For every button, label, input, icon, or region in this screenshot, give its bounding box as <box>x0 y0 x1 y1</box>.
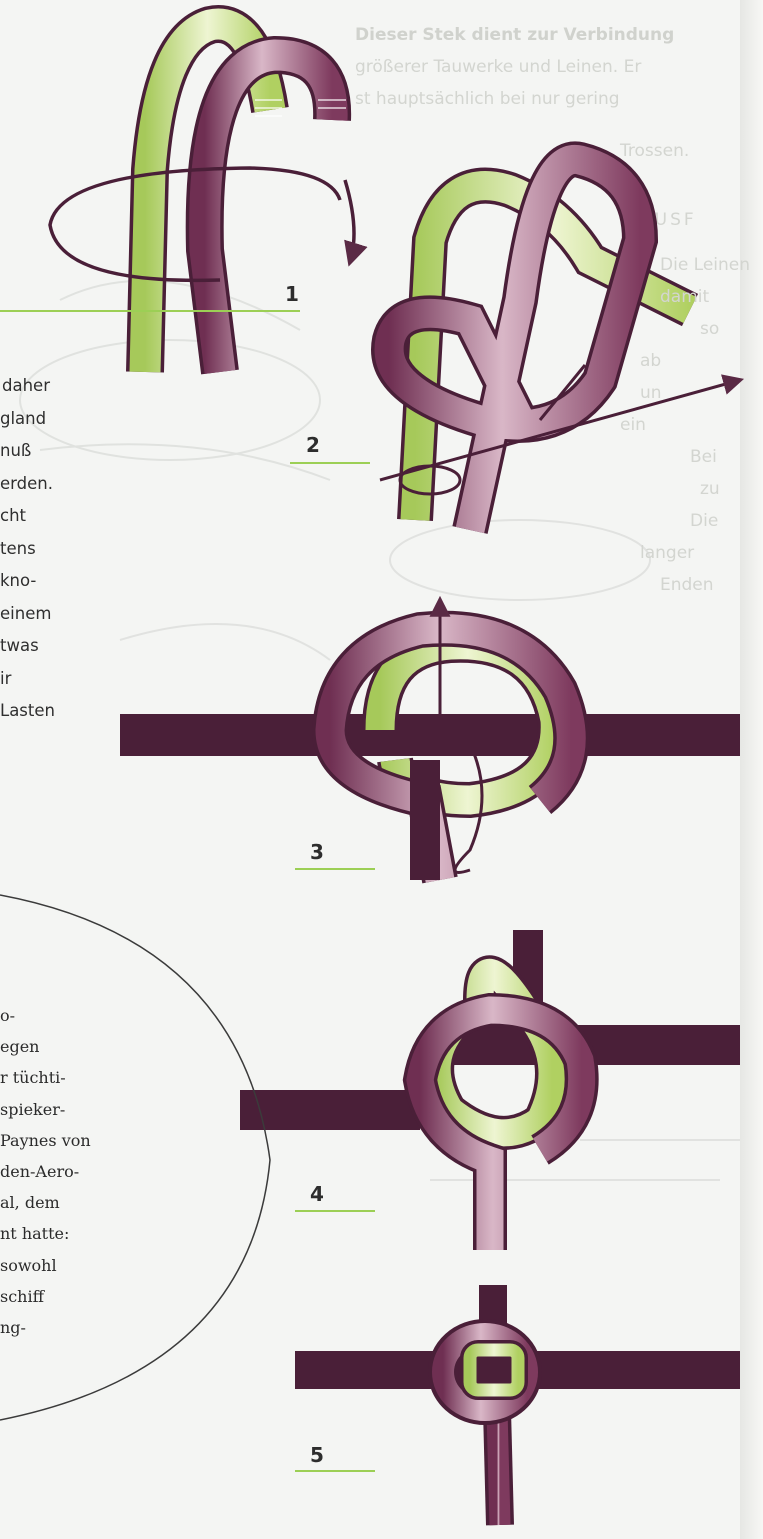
step-1-rule <box>0 310 300 312</box>
body-text-line: cht <box>0 500 55 533</box>
sidebar-text-line: egen <box>0 1031 91 1062</box>
step-4-rule <box>295 1210 375 1212</box>
body-text-line: daher <box>0 370 55 403</box>
ghost-text-line: langer <box>640 538 694 570</box>
body-text-line: Lasten <box>0 695 55 728</box>
body-text-line: tens <box>0 533 55 566</box>
sidebar-text-line: ng- <box>0 1312 91 1343</box>
body-text-line: erden. <box>0 468 55 501</box>
sidebar-text-line: r tüchti- <box>0 1062 91 1093</box>
ghost-text-line: Enden <box>660 570 714 602</box>
ghost-text-line: Die <box>690 506 718 538</box>
step-4-label: 4 <box>310 1182 324 1206</box>
step-2-drawing <box>380 159 740 530</box>
sidebar-text-column: o- egen r tüchti- spieker- Paynes von de… <box>0 1000 91 1343</box>
body-text-column: daher gland nuß erden. cht tens kno- ein… <box>0 370 55 728</box>
step-3-rule <box>295 868 375 870</box>
body-text-line: gland <box>0 403 55 436</box>
body-text-line: einem <box>0 598 55 631</box>
ghost-text-line: zu <box>700 474 720 506</box>
sidebar-text-line: schiff <box>0 1281 91 1312</box>
body-text-line: twas <box>0 630 55 663</box>
step-3-drawing <box>120 600 740 880</box>
step-3-label: 3 <box>310 840 324 864</box>
sidebar-text-line: o- <box>0 1000 91 1031</box>
ghost-text-line: damit <box>660 282 709 314</box>
ghost-text-line: so <box>700 314 719 346</box>
ghost-text-line: un <box>640 378 662 410</box>
sidebar-text-line: spieker- <box>0 1094 91 1125</box>
step-1-label: 1 <box>285 282 299 306</box>
step-5-drawing <box>295 1285 740 1525</box>
sidebar-text-line: den-Aero- <box>0 1156 91 1187</box>
body-text-line: ir <box>0 663 55 696</box>
ghost-text-line: ab <box>640 346 661 378</box>
body-text-line: nuß <box>0 435 55 468</box>
step-1-drawing <box>50 24 354 372</box>
step-2-rule <box>290 462 370 464</box>
sidebar-text-line: al, dem <box>0 1187 91 1218</box>
ghost-text-line: Die Leinen <box>660 250 750 282</box>
ghost-text-line: Bei <box>690 442 717 474</box>
ghost-text-line: ein <box>620 410 646 442</box>
sidebar-text-line: sowohl <box>0 1250 91 1281</box>
step-5-label: 5 <box>310 1443 324 1467</box>
step-2-label: 2 <box>306 433 320 457</box>
sidebar-text-line: Paynes von <box>0 1125 91 1156</box>
body-text-line: kno- <box>0 565 55 598</box>
step-5-rule <box>295 1470 375 1472</box>
sidebar-text-line: nt hatte: <box>0 1218 91 1249</box>
